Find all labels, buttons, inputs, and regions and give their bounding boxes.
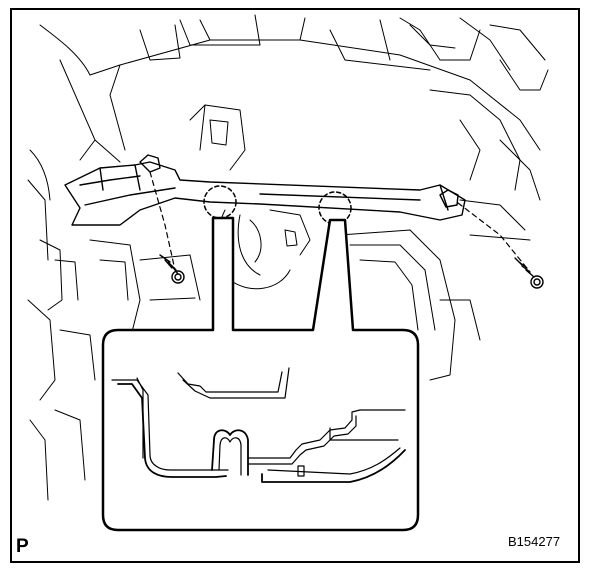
figure-frame xyxy=(10,8,580,563)
detail-section xyxy=(111,367,406,483)
right-bolt xyxy=(514,257,544,289)
reinforcement-bracket xyxy=(64,154,466,226)
bolt-leader-lines xyxy=(149,171,531,273)
figure-corner-letter: P xyxy=(16,536,29,557)
left-bolt xyxy=(159,254,185,284)
detail-callout xyxy=(101,216,420,532)
figure-code: B154277 xyxy=(508,534,561,549)
